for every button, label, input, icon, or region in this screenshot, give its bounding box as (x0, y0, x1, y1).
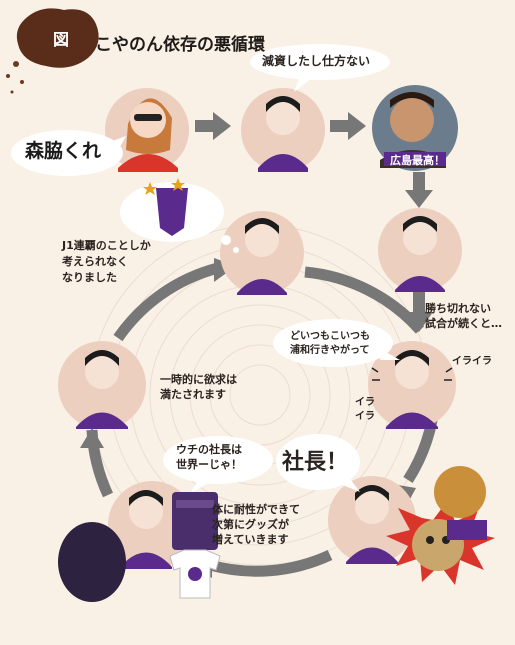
bubble-genshi: 減資したし仕方ない (262, 54, 371, 68)
stress-marks (371, 367, 453, 381)
fan-figure (395, 216, 445, 292)
player-photo (372, 85, 458, 171)
bubble-shacho: 社長！ (282, 450, 349, 475)
arrow-right-icon (330, 112, 366, 140)
star-icon (171, 178, 185, 191)
fan-figure (386, 350, 438, 429)
bubble-uchi: ウチの社長は 世界ーじゃ！ (176, 443, 242, 471)
fan-figure (237, 218, 287, 295)
arrow-down-icon (405, 288, 433, 332)
caption-kachikire: 勝ち切れない 試合が続くと… (425, 302, 502, 330)
bubble-doitsu: どいつもこいつも 浦和行きやがって (290, 331, 370, 356)
fan-figure (76, 350, 128, 429)
caption-ira2: イラ イラ (355, 397, 375, 422)
bubble-j1: J1連覇のことしか 考えられなく なりました (62, 239, 151, 284)
thought-bubble (120, 178, 239, 253)
caption-ichiji: 一時的に欲求は 満たされます (160, 373, 237, 401)
bubble-morikawa: 森脇くれ (25, 140, 102, 162)
club-crest-icon (156, 188, 188, 236)
goods (58, 492, 221, 602)
caption-ira1: イライラ (452, 356, 492, 367)
badge-stain (6, 8, 99, 94)
shirt-icon (169, 549, 221, 599)
figure-badge: 図 (52, 30, 69, 49)
mascot-icon (386, 466, 495, 585)
star-icon (143, 182, 157, 195)
caption-taisei: 体に耐性ができて 次第にグッズが 増えていきます (212, 503, 300, 546)
page-title: こやのん依存の悪循環 (95, 35, 265, 55)
fan-figure (346, 485, 398, 564)
rival-avatar (118, 98, 178, 172)
fan-figure (120, 490, 172, 569)
arrow-down-icon (405, 172, 433, 208)
caption-hiroshima: 広島最高！ (390, 154, 445, 167)
fan-figure (258, 96, 308, 172)
arrow-right-icon (195, 112, 231, 140)
speech-bubbles (11, 44, 400, 494)
